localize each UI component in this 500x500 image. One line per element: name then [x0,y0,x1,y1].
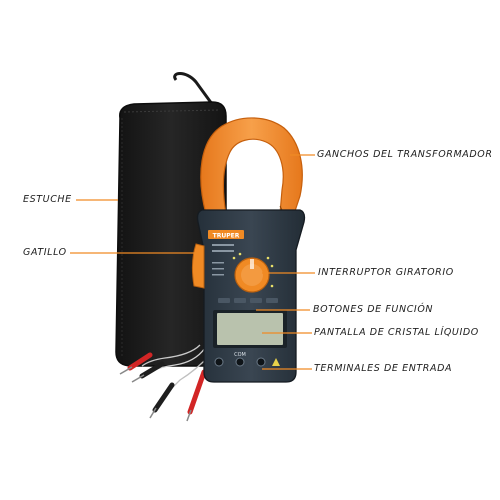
function-button-4 [266,298,278,303]
case-strap [173,72,214,105]
label-botones: BOTONES DE FUNCIÓN [313,304,434,315]
meter-body: TRUPER COM [191,209,306,383]
label-gatillo: GATILLO [23,247,67,258]
lcd-screen [217,313,283,345]
label-ganchos: GANCHOS DEL TRANSFORMADOR [317,149,493,160]
leader-lines [70,154,315,370]
test-leads [119,344,213,422]
function-button-3 [250,298,262,303]
function-button-2 [234,298,246,303]
brand-label: TRUPER [213,233,240,240]
trigger [191,243,205,289]
label-interruptor: INTERRUPTOR GIRATORIO [318,267,454,278]
label-estuche: ESTUCHE [23,194,72,205]
com-label: COM [234,352,246,358]
label-pantalla: PANTALLA DE CRISTAL LÍQUIDO [314,327,479,338]
label-terminales: TERMINALES DE ENTRADA [314,363,453,374]
transformer-jaws [200,117,303,215]
function-button-1 [218,298,230,303]
